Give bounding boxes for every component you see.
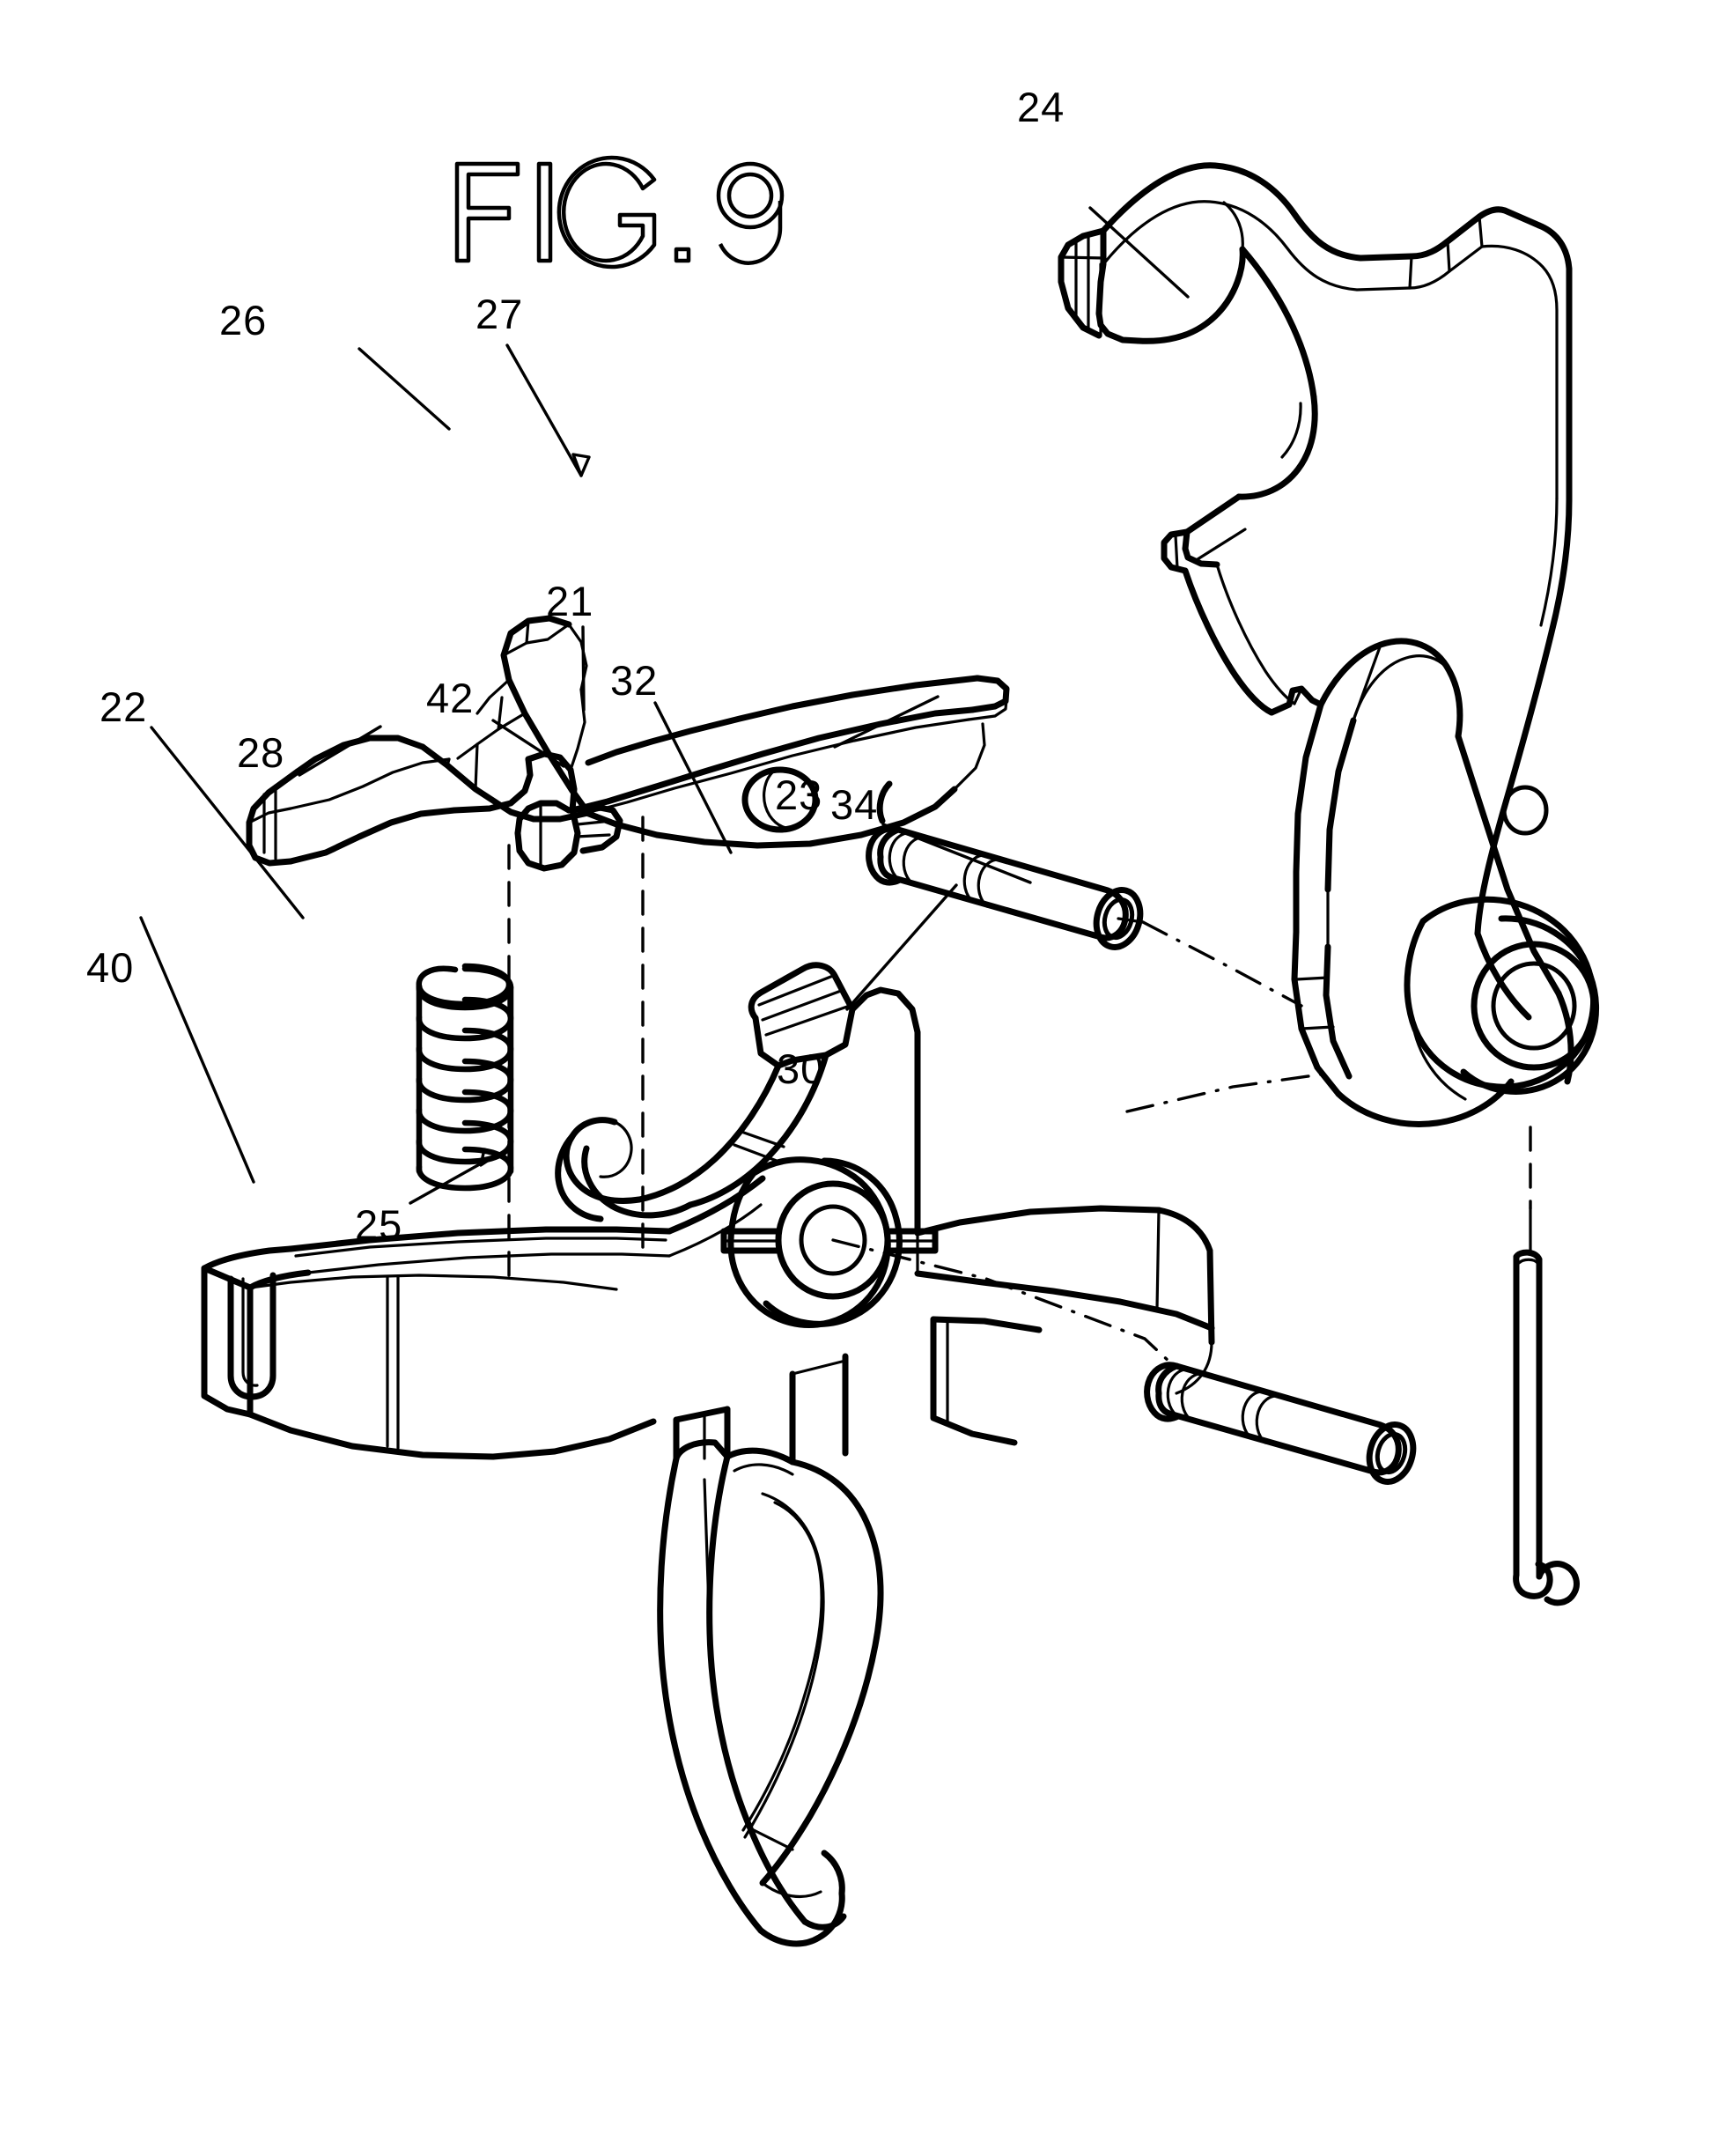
- leader-22: [150, 726, 305, 919]
- leader-lines: [139, 206, 1190, 1205]
- leader-28: [298, 725, 382, 777]
- pin-30-end-outer: [1366, 1421, 1417, 1485]
- leader-24: [1088, 206, 1190, 299]
- centerlines: [507, 816, 1532, 1365]
- pin-32-end-inner: [1102, 897, 1135, 941]
- hammer-pivot-bore-inner: [1491, 961, 1577, 1051]
- part-pin-30: [1144, 1362, 1417, 1485]
- ref-numeral-27: 27: [475, 291, 524, 337]
- ref-numeral-28: 28: [237, 729, 285, 776]
- trigger-pivot-bore-inner: [799, 1204, 867, 1276]
- ref-numeral-21: 21: [546, 578, 594, 624]
- leader-23: [833, 695, 940, 749]
- part-pin-34: [1513, 1207, 1580, 1606]
- part-hammer: [1058, 162, 1599, 1127]
- ref-numeral-25: 25: [355, 1201, 403, 1248]
- leader-21: [581, 625, 586, 712]
- ref-numeral-42: 42: [426, 675, 475, 721]
- hammer-hole: [1501, 785, 1549, 836]
- leader-34: [881, 823, 1032, 884]
- ref-numeral-30: 30: [777, 1045, 825, 1092]
- centerline-pin32: [1141, 920, 1303, 1008]
- leader-42: [491, 719, 565, 768]
- hammer-pivot-bore-outer: [1471, 941, 1597, 1071]
- arrow-25: [479, 1148, 500, 1167]
- ref-numeral-40: 40: [86, 944, 135, 991]
- leader-26: [358, 347, 451, 431]
- leader-30: [845, 883, 958, 1011]
- leader-32: [653, 701, 733, 854]
- leader-27: [505, 343, 583, 477]
- centerline-hammer-low: [1125, 1073, 1323, 1113]
- ref-numeral-32: 32: [610, 657, 659, 704]
- pin-32-end-outer: [1093, 887, 1144, 950]
- arrow-27: [571, 453, 591, 477]
- ref-numeral-22: 22: [100, 683, 148, 730]
- block-front-slot: [227, 1272, 276, 1400]
- ref-numeral-26: 26: [219, 297, 268, 343]
- leader-40: [139, 916, 255, 1184]
- part-coil-spring: [416, 963, 514, 1192]
- figure-title-glyphs: [454, 155, 785, 270]
- part-pin-32: [866, 825, 1145, 950]
- ref-numeral-34: 34: [830, 781, 879, 828]
- ref-numeral-23: 23: [775, 772, 823, 818]
- ref-numeral-24: 24: [1017, 84, 1065, 130]
- pin-30-end-inner: [1375, 1431, 1408, 1475]
- part-disconnector: [246, 615, 1010, 872]
- centerline-pin30: [831, 1238, 1173, 1365]
- part-trigger-assembly: [201, 962, 1215, 1947]
- disconnector-hole: [741, 766, 819, 833]
